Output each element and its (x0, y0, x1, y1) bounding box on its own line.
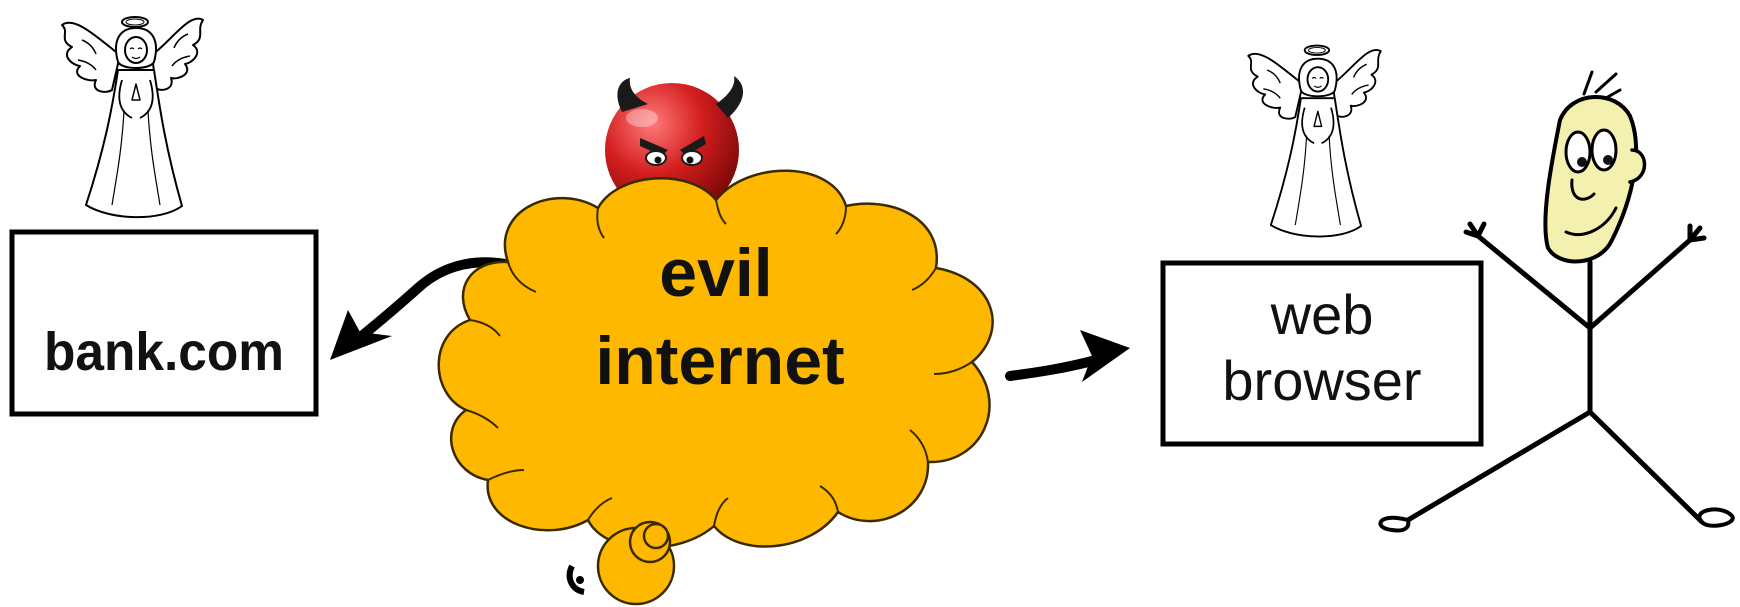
thought-bubble-small (642, 522, 670, 550)
bank-box: bank.com (9, 229, 319, 417)
user-head (1543, 95, 1638, 264)
arrow-to-bank (330, 257, 510, 360)
stick-figure-icon (1378, 70, 1735, 533)
browser-box-label-line1: web (1270, 283, 1374, 346)
bank-box-label: bank.com (44, 322, 284, 382)
arrow-head-left (330, 310, 392, 360)
arrow-to-browser (1005, 330, 1130, 382)
bank-box-border (9, 229, 319, 417)
right-angel-icon (1247, 44, 1382, 238)
cloud-shape (437, 169, 994, 550)
cloud-label-line1: evil (659, 235, 772, 311)
left-angel-icon (61, 16, 204, 219)
browser-box-border (1160, 260, 1484, 447)
browser-box-label-line2: browser (1222, 349, 1421, 412)
cloud-label-line2: internet (595, 323, 844, 399)
browser-box: web browser (1160, 260, 1484, 447)
arrow-head-right (1080, 330, 1130, 382)
evil-internet-cloud: evil internet (437, 169, 994, 606)
